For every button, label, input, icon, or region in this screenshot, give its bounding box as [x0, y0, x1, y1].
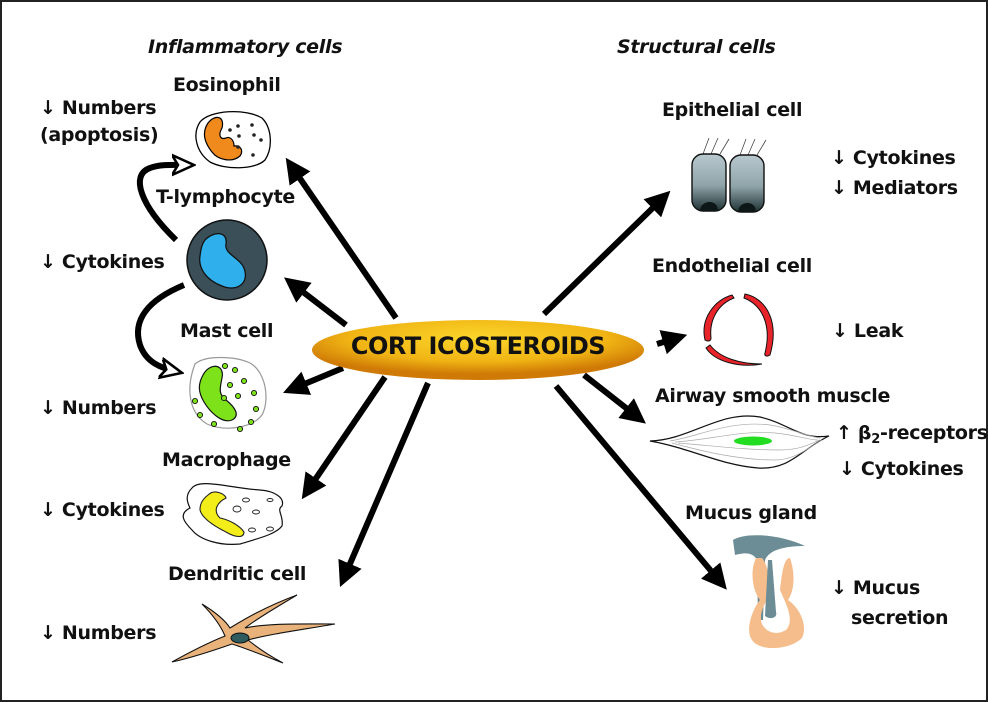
dendritic-cell-label: Dendritic cell — [168, 563, 307, 585]
mucus-effect-2: secretion — [851, 607, 949, 629]
arrow-to-airway-smooth-muscle — [582, 372, 646, 424]
arrow-to-mast-cell — [283, 365, 345, 395]
arrow-to-mucus-gland — [553, 384, 727, 590]
macrophage-label: Macrophage — [162, 449, 291, 471]
mucus-gland-label: Mucus gland — [685, 502, 817, 524]
macrophage-effect: ↓ Cytokines — [40, 499, 165, 521]
endothelial-effect: ↓ Leak — [832, 320, 904, 342]
mucus-effect-1: ↓ Mucus — [831, 577, 920, 599]
mast-cell-label: Mast cell — [180, 320, 274, 342]
corticosteroids-label: CORT ICOSTEROIDS — [350, 332, 606, 360]
epithelial-effect-2: ↓ Mediators — [831, 177, 958, 199]
eosinophil-effect-1: ↓ Numbers — [40, 97, 157, 119]
mast-cell-icon — [189, 356, 267, 433]
eosinophil-cell-icon — [195, 110, 271, 169]
eosinophil-label: Eosinophil — [173, 74, 281, 96]
curved-arrow-to-eosinophil — [136, 165, 190, 243]
t-lymphocyte-effect: ↓ Cytokines — [40, 251, 165, 273]
epithelial-cell-label: Epithelial cell — [662, 99, 803, 121]
airway-effect-1: ↑ β2-receptors — [836, 422, 988, 447]
mucus-gland-icon — [733, 535, 805, 649]
arrow-to-epithelial-cell — [541, 190, 671, 317]
airway-effect-1-suffix: -receptors — [880, 422, 988, 444]
airway-effect-1-prefix: ↑ β — [836, 422, 872, 444]
arrow-to-dendritic-cell — [338, 381, 431, 587]
airway-effect-2: ↓ Cytokines — [839, 458, 964, 480]
epithelial-effect-1: ↓ Cytokines — [831, 147, 956, 169]
inflammatory-cells-header: Inflammatory cells — [148, 36, 343, 58]
eosinophil-effect-2: (apoptosis) — [40, 124, 159, 146]
endothelial-cell-label: Endothelial cell — [652, 255, 813, 277]
epithelial-cell-icon — [691, 137, 767, 213]
macrophage-cell-icon — [182, 483, 284, 545]
airway-smooth-muscle-icon — [649, 415, 830, 469]
curved-arrow-to-mast-cell — [135, 282, 186, 372]
mast-cell-effect: ↓ Numbers — [40, 397, 157, 419]
dendritic-cell-effect: ↓ Numbers — [40, 622, 157, 644]
arrow-to-endothelial-cell — [656, 330, 688, 355]
t-lymphocyte-label: T-lymphocyte — [156, 186, 295, 208]
structural-cells-header: Structural cells — [617, 36, 776, 58]
dendritic-cell-icon — [171, 594, 336, 664]
endothelial-cell-icon — [703, 293, 774, 366]
corticosteroids-ellipse — [312, 320, 644, 380]
beta-subscript: 2 — [871, 432, 880, 447]
arrow-to-eosinophil — [285, 157, 399, 320]
t-lymphocyte-cell-icon — [186, 219, 268, 301]
arrow-to-t-lymphocyte — [284, 277, 348, 328]
airway-smooth-muscle-label: Airway smooth muscle — [655, 385, 891, 407]
arrows — [283, 157, 727, 590]
arrow-to-macrophage — [301, 375, 388, 500]
